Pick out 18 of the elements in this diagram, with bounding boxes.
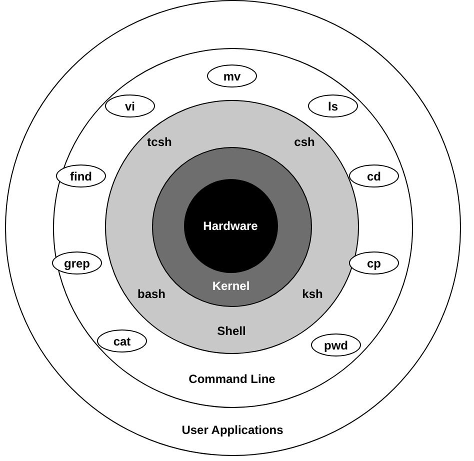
layer-label: Kernel [212, 280, 250, 292]
command-oval: ls [308, 94, 358, 118]
command-oval: mv [207, 64, 257, 88]
layer-label: Shell [217, 324, 246, 336]
command-oval: vi [105, 94, 155, 118]
command-oval: cd [349, 164, 399, 188]
layer-label: Command Line [188, 373, 276, 385]
shell-name: ksh [302, 288, 323, 300]
command-oval: cat [97, 330, 147, 352]
command-oval: cp [349, 252, 399, 274]
command-oval: pwd [311, 334, 361, 356]
shell-name: csh [294, 136, 315, 148]
shell-name: bash [138, 288, 166, 300]
layer-label: Hardware [203, 220, 258, 232]
command-oval: find [56, 164, 106, 188]
layer-label: User Applications [182, 424, 284, 436]
command-oval: grep [52, 252, 102, 274]
shell-name: tcsh [147, 136, 172, 148]
